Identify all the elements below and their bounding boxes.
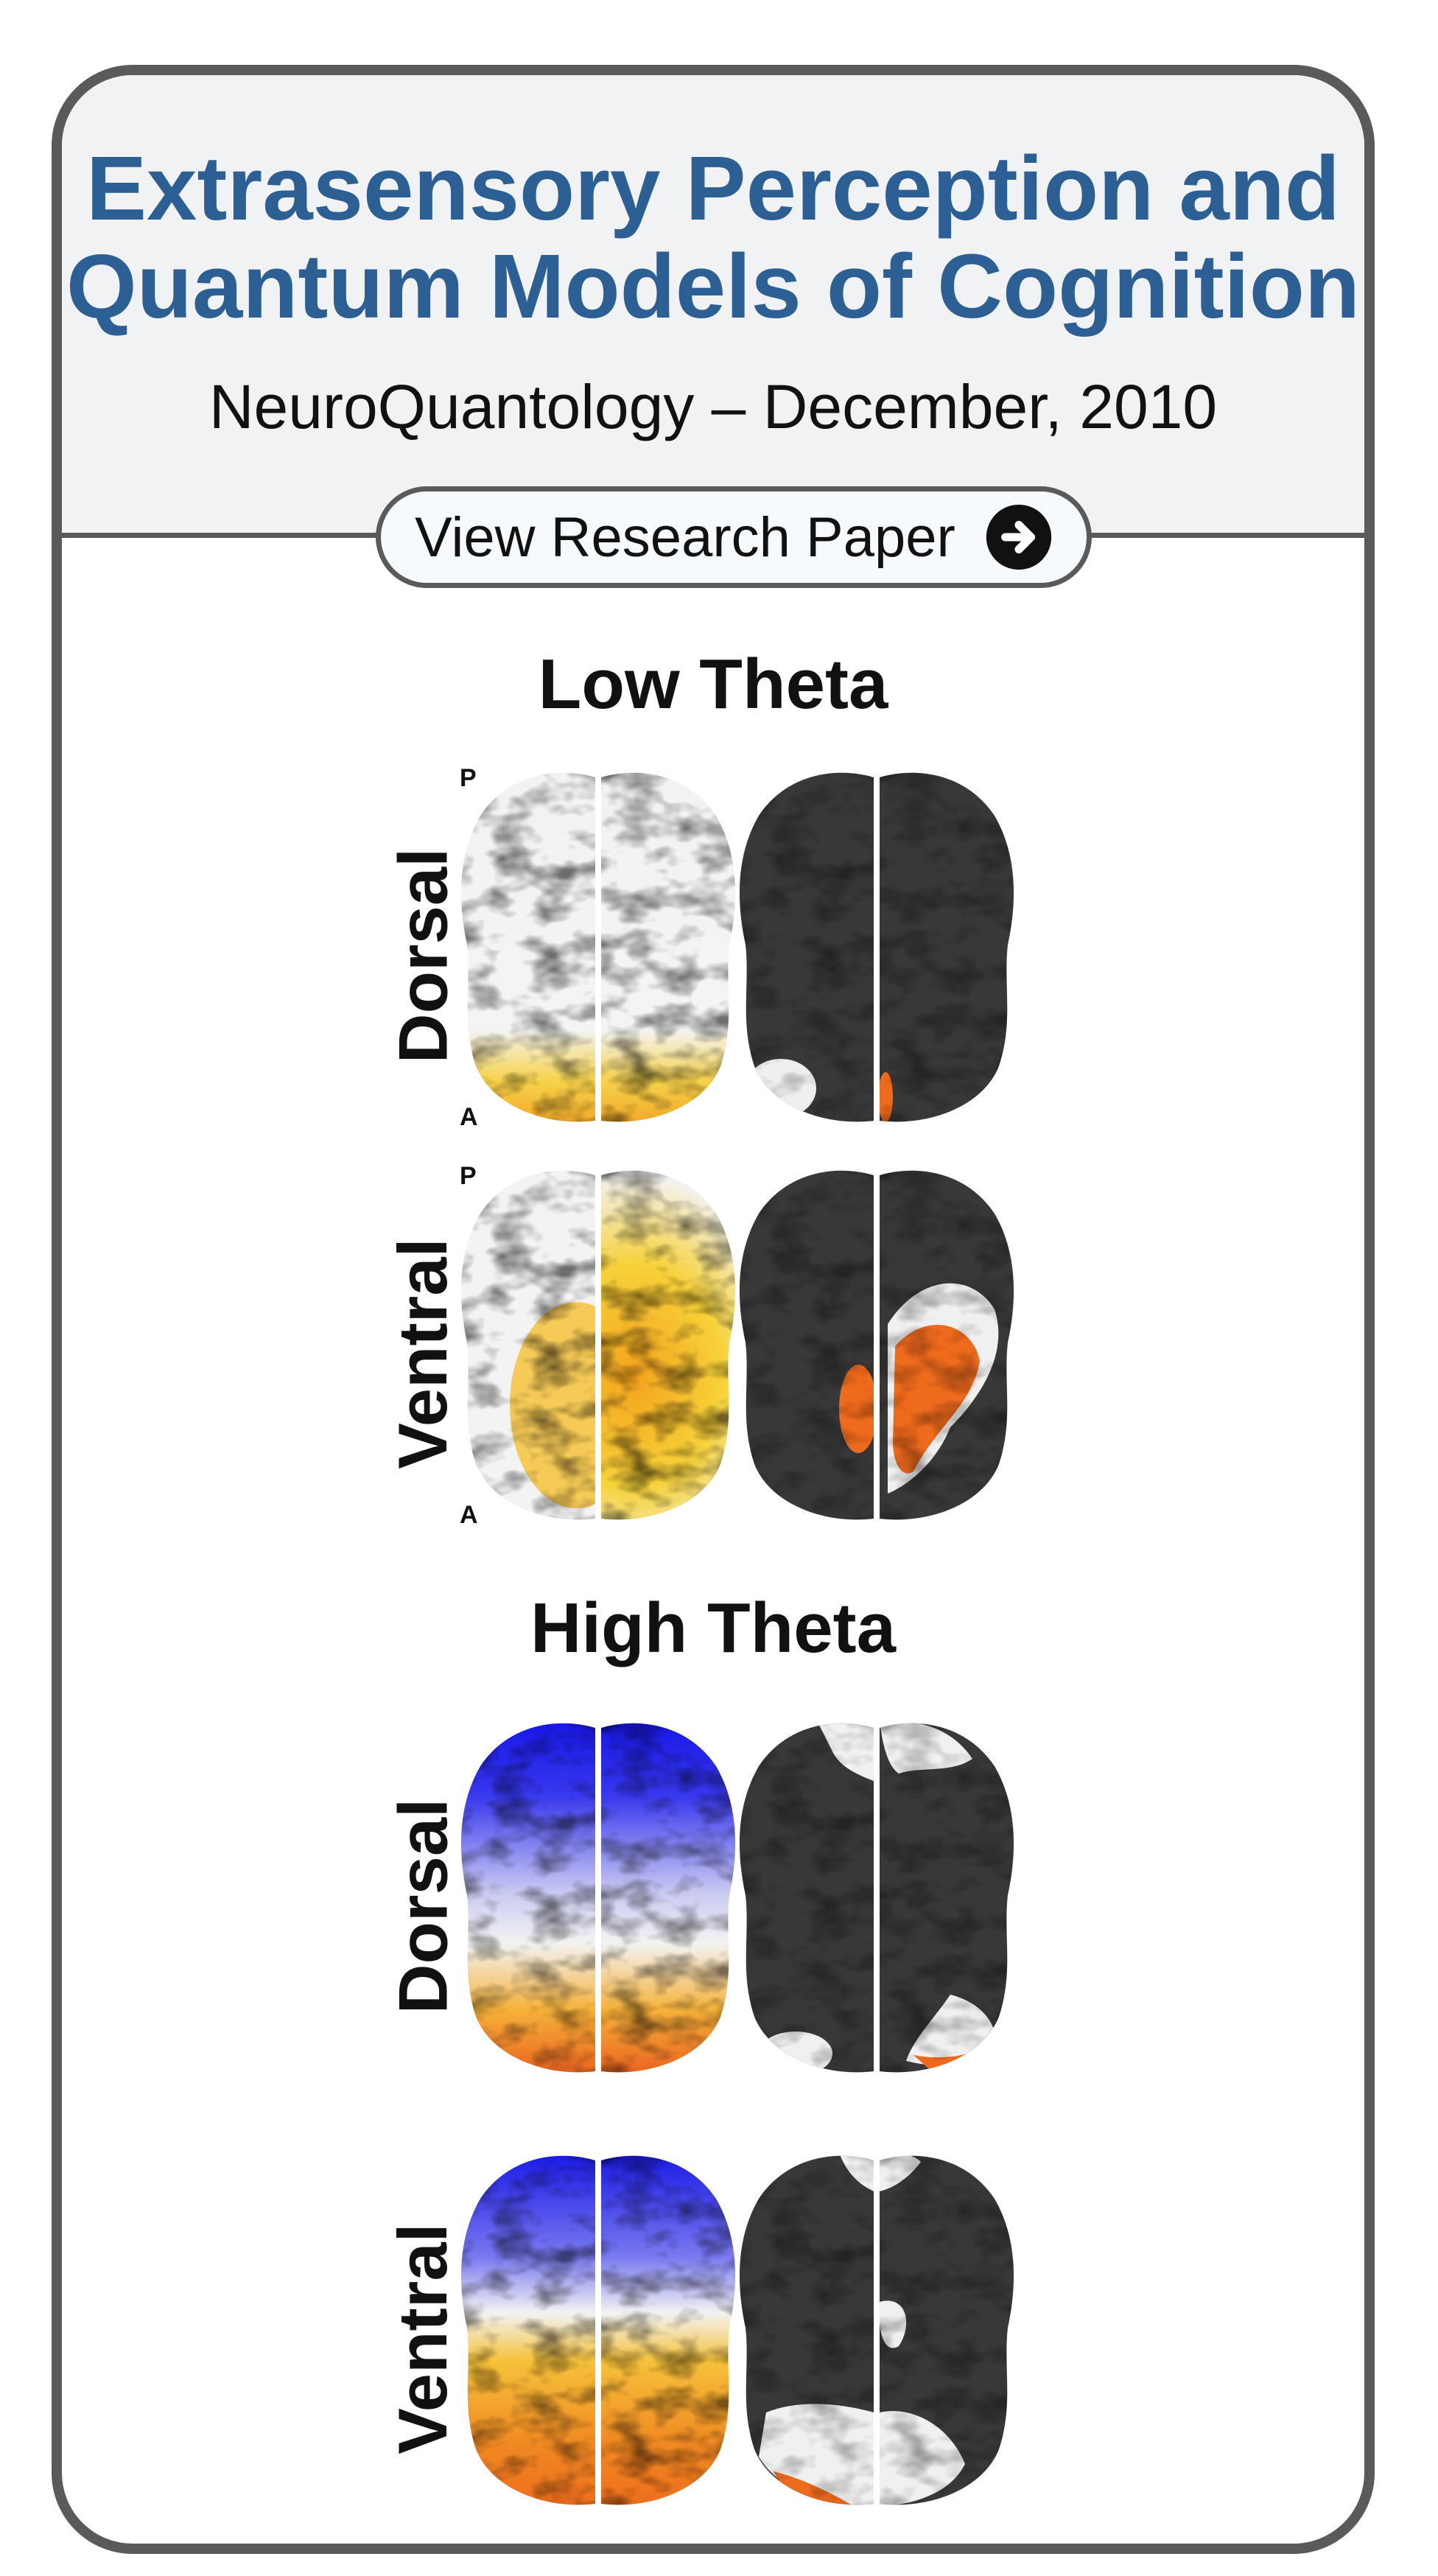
posterior-marker: P xyxy=(460,1162,477,1190)
card-header: Extrasensory Perception and Quantum Mode… xyxy=(62,75,1364,538)
section-title-low-theta: Low Theta xyxy=(538,645,888,724)
brain-map-low-theta-ventral-significance xyxy=(729,1162,1024,1530)
brain-map-high-theta-dorsal-activation xyxy=(451,1715,746,2083)
view-research-paper-button[interactable]: View Research Paper xyxy=(376,486,1092,588)
anterior-marker: A xyxy=(460,1103,478,1131)
brain-map-low-theta-dorsal-activation xyxy=(451,764,746,1133)
brain-map-high-theta-dorsal-significance xyxy=(729,1715,1024,2083)
paper-title: Extrasensory Perception and Quantum Mode… xyxy=(62,140,1364,336)
anterior-marker: A xyxy=(460,1501,478,1529)
view-research-paper-label: View Research Paper xyxy=(415,505,955,569)
paper-title-line-1: Extrasensory Perception and xyxy=(85,139,1341,239)
brain-map-high-theta-ventral-significance xyxy=(729,2147,1024,2516)
paper-title-line-2: Quantum Models of Cognition xyxy=(66,237,1360,337)
posterior-marker: P xyxy=(460,764,477,792)
journal-citation: NeuroQuantology – December, 2010 xyxy=(208,372,1218,441)
arrow-right-circle-icon xyxy=(986,504,1051,570)
section-title-high-theta: High Theta xyxy=(530,1589,896,1667)
brain-map-high-theta-ventral-activation xyxy=(451,2147,746,2516)
research-card: Extrasensory Perception and Quantum Mode… xyxy=(52,65,1375,2554)
brain-map-low-theta-dorsal-significance xyxy=(729,764,1024,1133)
brain-map-low-theta-ventral-activation xyxy=(451,1162,746,1530)
